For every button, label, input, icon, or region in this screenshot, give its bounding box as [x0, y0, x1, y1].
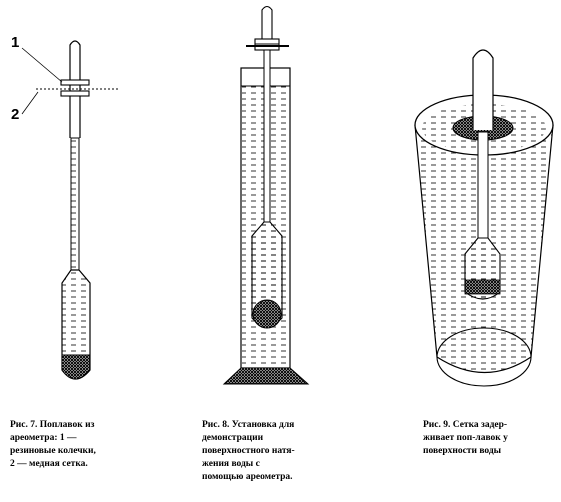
fig7-label-1: 1 — [11, 34, 19, 51]
fig9-caption-line: Рис. 9. Сетка задер- — [423, 420, 508, 430]
fig7-caption-line: ареометра: 1 — — [10, 433, 77, 443]
fig7-caption-line: 2 — медная сетка. — [10, 459, 88, 469]
fig8-caption-line: жения воды с — [202, 459, 260, 469]
fig7-rubber-ring-1 — [60, 79, 90, 86]
fig7-neck — [70, 137, 80, 271]
fig9-neck — [477, 131, 489, 239]
fig8-rod — [261, 5, 273, 48]
fig7-hydrometer: 1 2 — [11, 34, 118, 380]
fig7-caption-line: Рис. 7. Поплавок из — [10, 420, 95, 430]
fig9-rod — [472, 49, 494, 130]
fig7-label-2: 2 — [11, 106, 19, 123]
fig7-leader-1 — [21, 47, 63, 83]
fig7-rod — [69, 40, 81, 138]
fig8-setup — [222, 5, 310, 385]
fig9-setup — [414, 49, 554, 387]
fig9-caption-line: поверхности воды — [423, 446, 502, 456]
fig7-rubber-ring-2 — [60, 90, 90, 97]
fig8-neck — [263, 49, 271, 223]
fig9-glass-bottom — [436, 327, 532, 387]
fig9-caption: Рис. 9. Сетка задер- живает поп-лавок у … — [423, 419, 551, 458]
fig8-caption-line: помощью ареометра. — [202, 472, 293, 482]
fig8-caption: Рис. 8. Установка для демонстрации повер… — [202, 419, 330, 484]
fig8-copper-mesh — [252, 299, 282, 329]
fig8-stand — [222, 367, 310, 385]
fig9-bulb-mesh — [464, 279, 501, 295]
fig7-caption-line: резиновые колечки, — [10, 446, 96, 456]
fig9-caption-line: живает поп-лавок у — [423, 433, 508, 443]
fig7-copper-mesh — [61, 354, 91, 380]
fig7-leader-2 — [21, 91, 39, 115]
fig8-caption-line: демонстрации — [202, 433, 264, 443]
fig8-caption-line: поверхностного натя- — [202, 446, 295, 456]
fig7-caption: Рис. 7. Поплавок из ареометра: 1 — резин… — [10, 419, 138, 471]
fig8-caption-line: Рис. 8. Установка для — [202, 420, 295, 430]
